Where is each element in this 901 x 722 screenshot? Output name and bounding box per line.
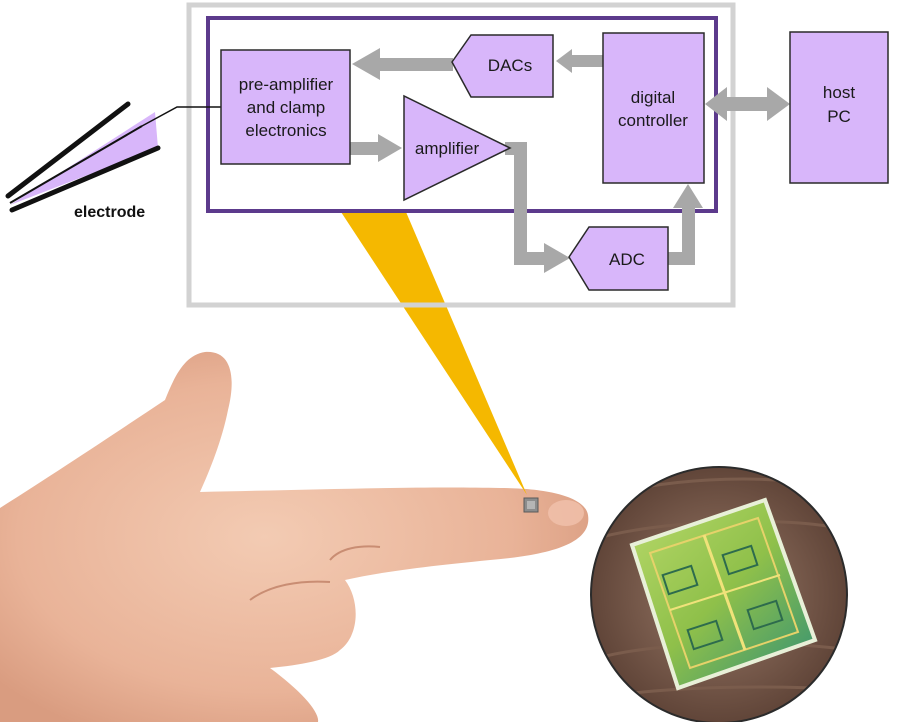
arrow-adc-to-controller-seg2 [682,205,695,265]
chip-die-zoom [590,466,848,722]
amplifier-label: amplifier [415,139,480,158]
adc-label: ADC [609,250,645,269]
knuckle-line [249,580,331,601]
arrow-controller-to-dacs-shaft [570,55,603,67]
electrode-label: electrode [74,204,145,221]
chip-boundary [206,16,718,213]
arrow-amp-to-adc-seg3 [514,252,546,265]
electrode-wire [141,106,222,127]
signal-arrows [350,48,790,273]
zoom-callout-beam [341,212,527,495]
block-amplifier: amplifier [403,94,512,202]
controller-line-1: digital [631,88,675,107]
arrow-amp-to-adc-seg2 [514,142,527,265]
arrow-preamp-to-amp-shaft [350,142,380,155]
arrow-controller-host-head-left [705,87,727,121]
preamp-line-1: pre-amplifier [239,75,334,94]
arrow-adc-to-controller-head [673,184,703,208]
fingernail [548,500,584,526]
host-pc-line-2: PC [827,107,851,126]
block-host-pc: host PC [789,31,889,184]
preamp-line-2: and clamp [247,98,325,117]
host-pc-line-1: host [823,83,855,102]
block-digital-controller: digital controller [602,32,705,184]
controller-line-2: controller [618,111,688,130]
arrow-controller-host-head-right [767,87,790,121]
hand-shape [0,351,589,722]
arrow-controller-host-shaft [725,97,769,111]
finger-crease [329,545,381,561]
arrow-amp-to-adc-head [544,243,570,273]
block-preamp: pre-amplifier and clamp electronics [220,49,351,165]
hand-photo [0,351,589,722]
preamp-line-3: electronics [245,121,326,140]
block-adc: ADC [568,226,669,291]
dacs-label: DACs [488,56,532,75]
arrow-preamp-to-amp-head [378,134,402,162]
block-dacs: DACs [451,34,554,98]
arrow-controller-to-dacs-head [556,49,572,73]
arrow-dacs-to-preamp-shaft [378,58,453,71]
electrode: electrode [5,101,222,221]
system-frame [186,2,736,308]
arrow-dacs-to-preamp-head [352,48,380,80]
